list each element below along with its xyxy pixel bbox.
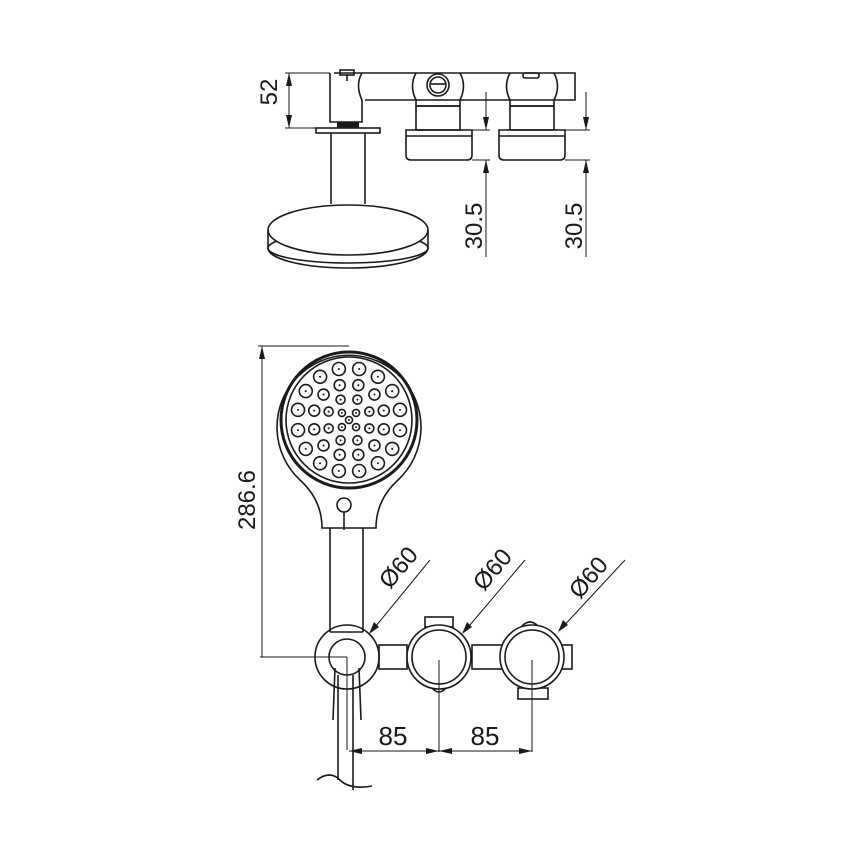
dim-85-left: 85 — [379, 721, 408, 751]
dim-dia-holder: Ø60 — [374, 542, 424, 594]
dim-dia-mid: Ø60 — [468, 544, 518, 596]
dim-52: 52 — [256, 79, 283, 106]
dim-30-5-mid: 30.5 — [461, 203, 488, 250]
side-view: 52 30.5 30.5 — [256, 69, 590, 269]
handshower-head — [276, 350, 422, 530]
dim-286-6: 286.6 — [234, 470, 261, 530]
dim-30-5-right: 30.5 — [561, 203, 588, 250]
front-view: 286.6 Ø60 Ø60 Ø60 85 85 — [234, 345, 626, 790]
dim-dia-right: Ø60 — [564, 552, 614, 604]
dim-85-right: 85 — [471, 721, 500, 751]
spray-nozzles — [290, 361, 408, 479]
